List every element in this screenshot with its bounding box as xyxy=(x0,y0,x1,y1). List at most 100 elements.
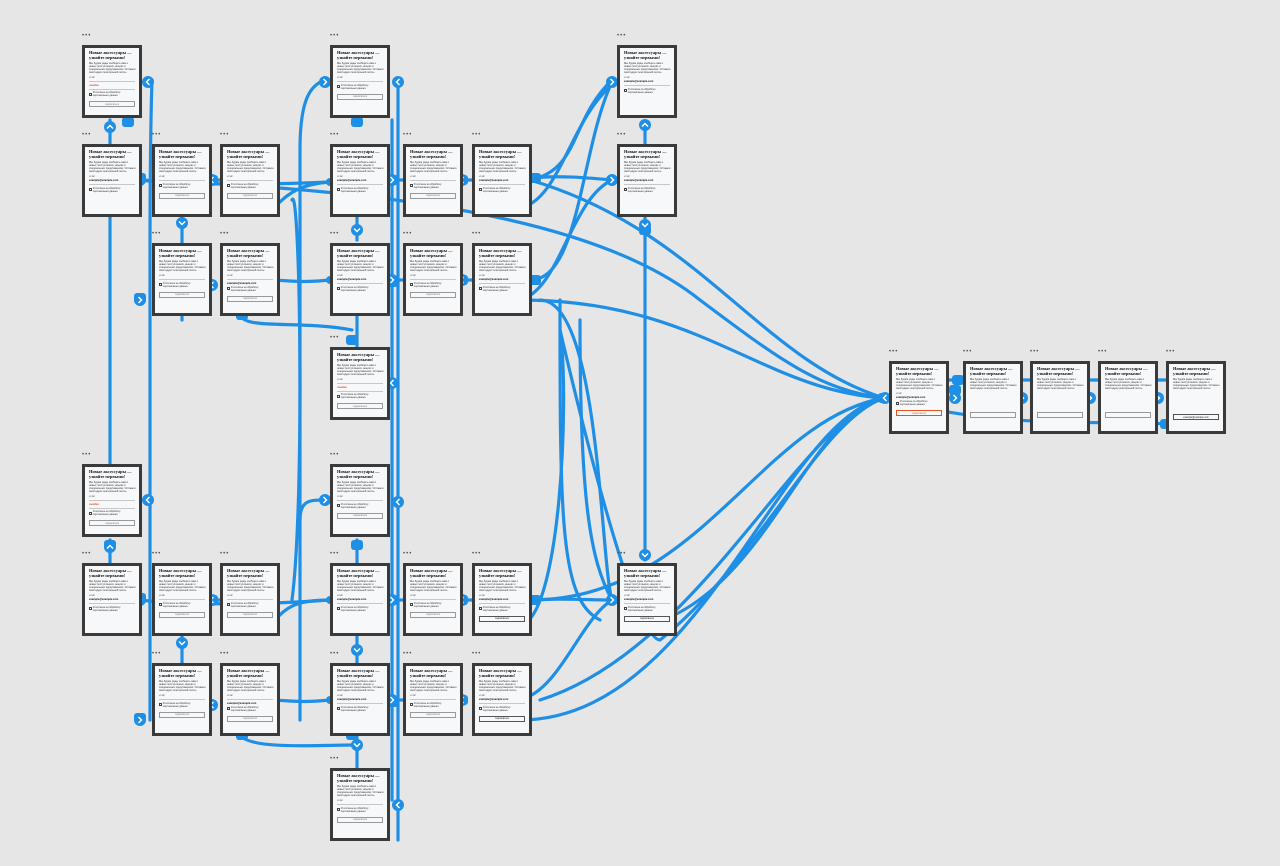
prototype-connection[interactable] xyxy=(518,178,614,302)
connection-node-icon[interactable] xyxy=(142,494,154,506)
connection-node-icon[interactable] xyxy=(134,294,146,306)
screen-frame[interactable]: Новые аксессуары — узнайте первыми!Мы бу… xyxy=(472,663,532,736)
connection-node-icon[interactable] xyxy=(639,119,651,131)
screen-frame[interactable]: Новые аксессуары — узнайте первыми!Мы бу… xyxy=(82,45,142,118)
screen-frame[interactable]: Новые аксессуары — узнайте первыми!Мы бу… xyxy=(472,563,532,636)
subscribe-button[interactable]: подписаться xyxy=(159,711,205,718)
connection-node-icon[interactable] xyxy=(104,121,116,133)
consent-checkbox[interactable]: Я согласен на обработку персональных дан… xyxy=(337,807,383,813)
consent-checkbox[interactable]: Я согласен на обработку персональных дан… xyxy=(410,183,456,189)
screen-frame[interactable]: Новые аксессуары — узнайте первыми!Мы бу… xyxy=(82,563,142,636)
prototype-connection[interactable] xyxy=(528,80,614,282)
prototype-connection[interactable] xyxy=(238,733,354,748)
subscribe-button[interactable]: подписаться xyxy=(227,715,273,722)
connection-handle-icon[interactable] xyxy=(346,335,358,345)
screen-frame[interactable]: Новые аксессуары — узнайте первыми!Мы бу… xyxy=(472,243,532,316)
subscribe-button[interactable] xyxy=(970,412,1016,419)
subscribe-button[interactable]: подписаться xyxy=(89,101,135,108)
prototype-connection[interactable] xyxy=(528,78,614,182)
connection-node-icon[interactable] xyxy=(608,176,616,184)
screen-frame[interactable]: Новые аксессуары — узнайте первыми!Мы бу… xyxy=(152,144,212,217)
prototype-connection[interactable] xyxy=(528,178,886,400)
connection-handle-icon[interactable] xyxy=(134,293,146,303)
consent-checkbox[interactable]: Я согласен на обработку персональных дан… xyxy=(227,602,273,608)
screen-frame[interactable]: Новые аксессуары — узнайте первыми!Мы бу… xyxy=(330,144,390,217)
prototype-connection[interactable] xyxy=(273,278,332,284)
connection-node-icon[interactable] xyxy=(176,217,188,229)
connection-node-icon[interactable] xyxy=(949,392,961,404)
subscribe-button[interactable]: подписаться xyxy=(227,611,273,618)
connection-handle-icon[interactable] xyxy=(949,385,961,395)
subscribe-button[interactable]: подписаться xyxy=(410,291,456,298)
screen-frame[interactable]: Новые аксессуары — узнайте первыми!Мы бу… xyxy=(82,464,142,537)
screen-frame[interactable]: Новые аксессуары — узнайте первыми!Мы бу… xyxy=(1030,361,1090,434)
consent-checkbox[interactable]: Я согласен на обработку персональных дан… xyxy=(227,286,273,292)
screen-frame[interactable]: Новые аксессуары — узнайте первыми!Мы бу… xyxy=(152,663,212,736)
screen-frame[interactable]: Новые аксессуары — узнайте первыми!Мы бу… xyxy=(472,144,532,217)
prototype-connection[interactable] xyxy=(558,328,886,642)
subscribe-button[interactable]: подписаться xyxy=(410,711,456,718)
screen-frame[interactable]: Новые аксессуары — узнайте первыми!Мы бу… xyxy=(1098,361,1158,434)
screen-frame[interactable]: Новые аксессуары — узнайте первыми!Мы бу… xyxy=(220,663,280,736)
subscribe-button[interactable]: подписаться xyxy=(337,93,383,100)
prototype-connection[interactable] xyxy=(298,78,327,722)
consent-checkbox[interactable]: Я согласен на обработку персональных дан… xyxy=(479,187,525,193)
consent-checkbox[interactable]: Я согласен на обработку персональных дан… xyxy=(479,286,525,292)
consent-checkbox[interactable]: Я согласен на обработку персональных дан… xyxy=(159,602,205,608)
connection-node-icon[interactable] xyxy=(639,549,651,561)
consent-checkbox[interactable]: Я согласен на обработку персональных дан… xyxy=(89,510,135,516)
consent-checkbox[interactable]: Я согласен на обработку персональных дан… xyxy=(337,706,383,712)
connection-node-icon[interactable] xyxy=(351,644,363,656)
prototype-connection[interactable] xyxy=(538,396,886,702)
connection-node-icon[interactable] xyxy=(880,394,888,402)
consent-checkbox[interactable]: Я согласен на обработку персональных дан… xyxy=(624,606,670,612)
consent-checkbox[interactable]: Я согласен на обработку персональных дан… xyxy=(159,282,205,288)
connection-handle-icon[interactable] xyxy=(134,713,146,723)
connection-node-icon[interactable] xyxy=(392,496,404,508)
consent-checkbox[interactable]: Я согласен на обработку персональных дан… xyxy=(337,393,383,399)
connection-handle-icon[interactable] xyxy=(639,225,651,235)
connection-node-icon[interactable] xyxy=(608,596,616,604)
prototype-connection[interactable] xyxy=(558,298,602,622)
connection-node-icon[interactable] xyxy=(142,76,154,88)
screen-frame[interactable]: Новые аксессуары — узнайте первыми!Мы бу… xyxy=(403,563,463,636)
subscribe-button[interactable]: подписаться xyxy=(337,403,383,410)
subscribe-button[interactable]: example@example.com xyxy=(1173,414,1219,421)
connection-handle-icon[interactable] xyxy=(351,117,363,127)
prototype-connection[interactable] xyxy=(528,396,886,602)
prototype-connection[interactable] xyxy=(578,318,614,602)
screen-frame[interactable]: Новые аксессуары — узнайте первыми!Мы бу… xyxy=(403,144,463,217)
consent-checkbox[interactable]: Я согласен на обработку персональных дан… xyxy=(89,606,135,612)
subscribe-button[interactable]: подписаться xyxy=(159,611,205,618)
screen-frame[interactable]: Новые аксессуары — узнайте первыми!Мы бу… xyxy=(403,663,463,736)
prototype-connection[interactable] xyxy=(518,396,886,722)
consent-checkbox[interactable]: Я согласен на обработку персональных дан… xyxy=(624,88,670,94)
consent-checkbox[interactable]: Я согласен на обработку персональных дан… xyxy=(410,602,456,608)
subscribe-button[interactable]: подписаться xyxy=(624,615,670,622)
connection-node-icon[interactable] xyxy=(351,224,363,236)
screen-frame[interactable]: Новые аксессуары — узнайте первыми!Мы бу… xyxy=(330,347,390,420)
prototype-connection[interactable] xyxy=(238,313,354,332)
connection-node-icon[interactable] xyxy=(351,739,363,751)
prototype-connection[interactable] xyxy=(518,298,886,400)
connection-node-icon[interactable] xyxy=(176,637,188,649)
consent-checkbox[interactable]: Я согласен на обработку персональных дан… xyxy=(89,91,135,97)
consent-checkbox[interactable]: Я согласен на обработку персональных дан… xyxy=(337,187,383,193)
screen-frame[interactable]: Новые аксессуары — узнайте первыми!Мы бу… xyxy=(330,768,390,841)
subscribe-button[interactable]: подписаться xyxy=(89,520,135,527)
subscribe-button[interactable]: подписаться xyxy=(159,291,205,298)
subscribe-button[interactable]: подписаться xyxy=(227,295,273,302)
screen-frame[interactable]: Новые аксессуары — узнайте первыми!Мы бу… xyxy=(963,361,1023,434)
screen-frame[interactable]: Новые аксессуары — узнайте первыми!Мы бу… xyxy=(220,243,280,316)
consent-checkbox[interactable]: Я согласен на обработку персональных дан… xyxy=(159,702,205,708)
connection-handle-icon[interactable] xyxy=(104,540,116,550)
screen-frame[interactable]: Новые аксессуары — узнайте первыми!Мы бу… xyxy=(330,243,390,316)
connection-node-icon[interactable] xyxy=(639,219,651,231)
consent-checkbox[interactable]: Я согласен на обработку персональных дан… xyxy=(479,606,525,612)
screen-frame[interactable]: Новые аксессуары — узнайте первыми!Мы бу… xyxy=(617,144,677,217)
screen-frame[interactable]: Новые аксессуары — узнайте первыми!Мы бу… xyxy=(220,563,280,636)
subscribe-button[interactable]: подписаться xyxy=(896,410,942,417)
consent-checkbox[interactable]: Я согласен на обработку персональных дан… xyxy=(337,606,383,612)
consent-checkbox[interactable]: Я согласен на обработку персональных дан… xyxy=(479,706,525,712)
